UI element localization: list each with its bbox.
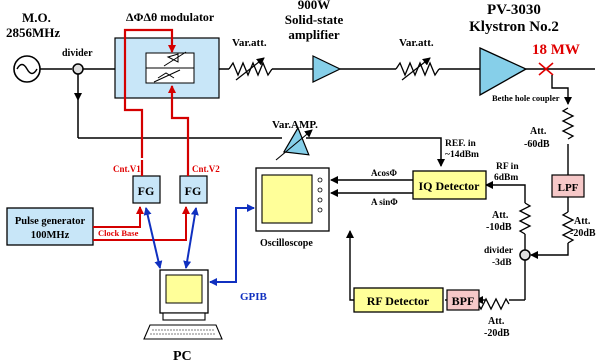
att-60-label: Att. — [530, 126, 547, 137]
asin-label: A sinΦ — [371, 197, 398, 207]
att-20b-value: -20dB — [484, 328, 510, 339]
divider-right-value: -3dB — [492, 258, 512, 268]
modulator-label: ΔΦΔθ modulator — [126, 10, 215, 24]
amp-name-label: amplifier — [288, 27, 339, 42]
att-20a-value: -20dB — [570, 228, 596, 239]
line-coupler-att60 — [551, 75, 572, 105]
rf-in-label: RF in — [496, 162, 519, 172]
phase-shifter-icon — [163, 51, 187, 67]
mo-label: M.O. — [22, 10, 51, 25]
ref-in-label: REF. in — [445, 139, 477, 149]
coupler-icon — [538, 62, 554, 76]
att-20a-label: Att. — [574, 216, 591, 227]
att-20-resistor-a — [561, 211, 575, 244]
rf-detector-box — [353, 287, 444, 313]
bpf-label: BPF — [452, 294, 475, 308]
master-oscillator — [13, 55, 41, 83]
fg-1-box — [132, 175, 161, 204]
clock-base-label: Clock Base — [98, 228, 139, 238]
gpib-label: GPIB — [240, 291, 268, 303]
oscilloscope-label: Oscilloscope — [260, 238, 313, 249]
bus-gpib-scope — [209, 204, 255, 286]
amp-power-label: 900W — [298, 0, 331, 12]
klystron — [479, 46, 528, 97]
var-att-2-label: Var.att. — [399, 37, 434, 49]
att-10-resistor — [518, 202, 532, 235]
klystron-name: Klystron No.2 — [469, 19, 559, 35]
var-att-1-icon — [228, 57, 273, 81]
iq-detector-label: IQ Detector — [419, 179, 481, 193]
line-rfdet-scope — [346, 230, 354, 301]
line-att10-iq — [485, 181, 526, 203]
fg-1-label: FG — [138, 184, 155, 198]
line-att20-divider — [530, 243, 569, 259]
pc-label: PC — [173, 349, 192, 364]
solid-state-amplifier — [312, 55, 342, 83]
pc-computer-icon — [143, 269, 223, 340]
fg-2-box — [179, 175, 208, 204]
att-10-label: Att. — [492, 210, 509, 221]
mo-frequency: 2856MHz — [6, 25, 60, 40]
pulse-generator-freq: 100MHz — [31, 230, 70, 241]
fg-2-label: FG — [185, 184, 202, 198]
attenuator-icon — [153, 69, 181, 83]
pulse-generator-box — [6, 207, 94, 246]
att-60-resistor — [561, 107, 575, 140]
klystron-model: PV-3030 — [487, 2, 541, 18]
divider-right-node — [519, 249, 531, 261]
att-20-resistor-b — [477, 297, 510, 311]
cnt-v2-label: Cnt.V2 — [192, 164, 220, 174]
var-att-1-label: Var.att. — [232, 37, 267, 49]
lpf-label: LPF — [558, 182, 579, 194]
var-att-2-icon — [395, 57, 440, 81]
line-var-amp-iq — [306, 137, 445, 167]
oscilloscope — [255, 167, 330, 232]
iq-detector-box — [412, 170, 487, 200]
bus-fg2-pc — [183, 207, 199, 269]
var-amp-adjust-icon — [275, 129, 313, 161]
divider-top-label: divider — [62, 48, 93, 59]
divider-right-label: divider — [484, 246, 514, 256]
var-amp-label: Var.AMP. — [272, 119, 318, 131]
bethe-coupler-label: Bethe hole coupler — [492, 93, 560, 103]
att-60-value: -60dB — [524, 139, 550, 150]
divider-top-node — [72, 63, 84, 75]
rf-in-value: 6dBm — [494, 173, 518, 183]
ref-in-value: ~14dBm — [445, 150, 479, 160]
amp-type-label: Solid-state — [285, 12, 344, 27]
pulse-generator-label: Pulse generator — [15, 216, 86, 227]
rf-detector-label: RF Detector — [367, 294, 430, 308]
cnt-v1-label: Cnt.V1 — [113, 164, 141, 174]
att-10-value: -10dB — [486, 222, 512, 233]
output-power: 18 MW — [532, 42, 580, 58]
clock-line-fg1 — [93, 206, 144, 228]
att-20b-label: Att. — [488, 316, 505, 327]
acos-label: AcosΦ — [371, 168, 397, 178]
bus-fg1-pc — [143, 207, 163, 269]
cnt-v2-line — [168, 85, 190, 160]
cnt-v1-line — [123, 28, 176, 158]
